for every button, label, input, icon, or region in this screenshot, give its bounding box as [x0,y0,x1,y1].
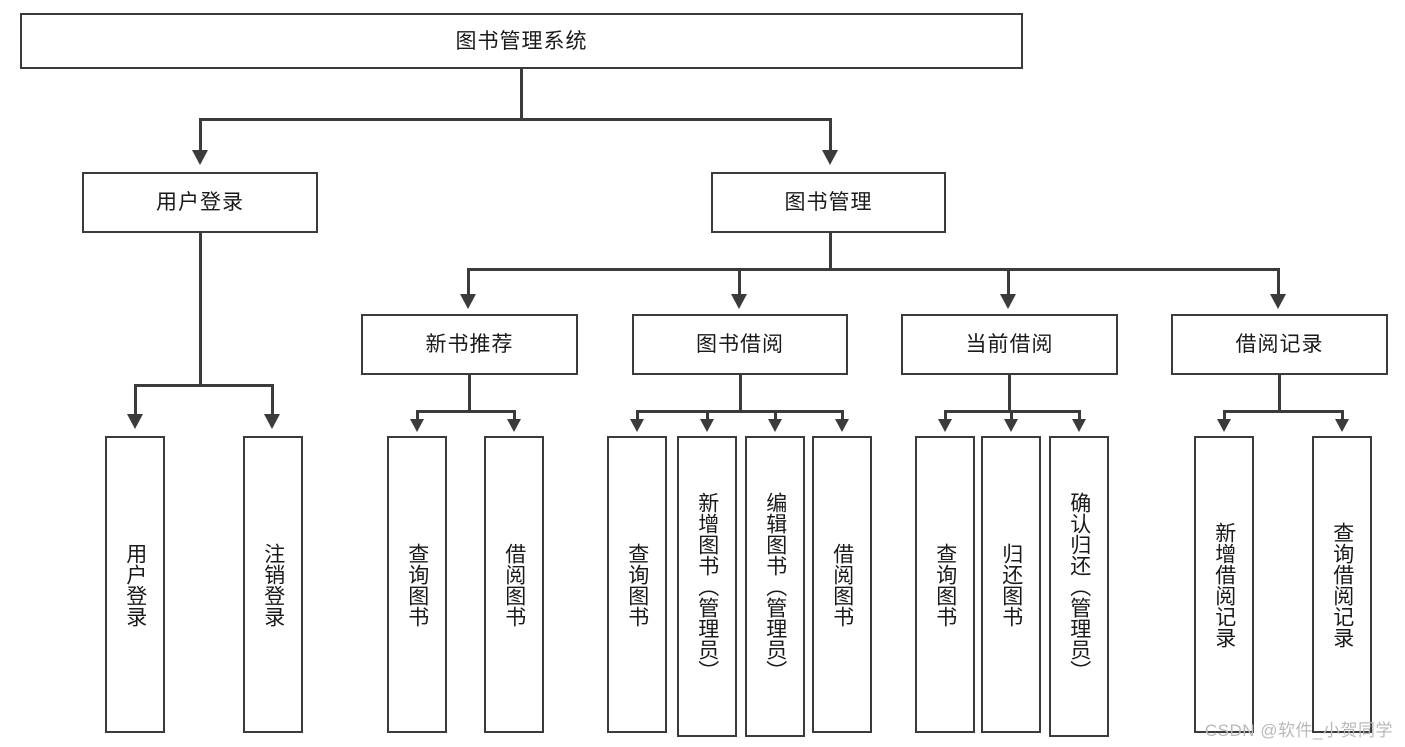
leaf-user-login[interactable]: 用户登录 [105,436,165,733]
node-book-management[interactable]: 图书管理 [711,172,946,233]
arrow-to-new-book-recommend [460,294,476,309]
node-book-management-label: 图书管理 [784,191,873,214]
edge-current-drop-2 [1010,410,1013,420]
leaf-borrow-book-recommend[interactable]: 借阅图书 [484,436,544,733]
leaf-edit-book-admin-label: 编辑图书（管理员） [763,492,787,681]
leaf-add-book-admin[interactable]: 新增图书（管理员） [677,436,737,737]
leaf-borrow-book[interactable]: 借阅图书 [812,436,872,733]
edge-record-drop-1 [1223,410,1226,420]
leaf-logout[interactable]: 注销登录 [243,436,303,733]
arrow-leaf-return-book [1004,419,1018,432]
arrow-to-borrow-record [1270,294,1286,309]
edge-current-drop-1 [944,410,947,420]
arrow-to-user-login [192,150,208,165]
node-root[interactable]: 图书管理系统 [20,13,1023,69]
leaf-confirm-return-admin-label: 确认归还（管理员） [1067,492,1091,681]
leaf-user-login-label: 用户登录 [123,542,147,627]
arrow-leaf-query-book-1 [410,419,424,432]
leaf-logout-label: 注销登录 [261,542,285,627]
leaf-add-borrow-record[interactable]: 新增借阅记录 [1194,436,1254,733]
edge-user-login-stem [199,233,202,385]
leaf-query-borrow-record-label: 查询借阅记录 [1330,521,1354,648]
arrow-leaf-add-record [1217,419,1231,432]
node-book-borrow-label: 图书借阅 [696,333,784,356]
node-current-borrow[interactable]: 当前借阅 [901,314,1118,375]
edge-user-login-bus [134,384,273,387]
leaf-borrow-book-label: 借阅图书 [830,542,854,627]
edge-record-drop-2 [1341,410,1344,420]
arrow-leaf-borrow-book-1 [507,419,521,432]
arrow-leaf-confirm-return [1072,419,1086,432]
edge-book-mgmt-drop-2 [738,268,741,295]
edge-book-mgmt-drop-3 [1007,268,1010,295]
arrow-leaf-user-login [127,414,143,429]
leaf-return-book-label: 归还图书 [999,542,1023,627]
edge-root-stem [520,69,523,119]
leaf-query-book-current-label: 查询图书 [933,542,957,627]
edge-borrow-drop-3 [774,410,777,420]
node-root-label: 图书管理系统 [455,29,588,53]
edge-borrow-drop-4 [841,410,844,420]
node-book-borrow[interactable]: 图书借阅 [632,314,848,375]
leaf-query-book-recommend-label: 查询图书 [405,542,429,627]
arrow-leaf-query-record [1335,419,1349,432]
arrow-leaf-query-book-2 [630,419,644,432]
leaf-add-book-admin-label: 新增图书（管理员） [695,492,719,681]
edge-recommend-drop-1 [416,410,419,420]
leaf-borrow-book-recommend-label: 借阅图书 [502,542,526,627]
leaf-edit-book-admin[interactable]: 编辑图书（管理员） [745,436,805,737]
arrow-to-book-borrow [731,294,747,309]
leaf-query-book-borrow-label: 查询图书 [625,542,649,627]
edge-borrow-drop-2 [706,410,709,420]
leaf-add-borrow-record-label: 新增借阅记录 [1212,521,1236,648]
edge-recommend-stem [468,375,471,411]
edge-book-mgmt-bus [467,268,1280,271]
edge-record-stem [1278,375,1281,411]
arrow-leaf-borrow-book-2 [835,419,849,432]
arrow-leaf-query-book-3 [938,419,952,432]
node-current-borrow-label: 当前借阅 [965,333,1054,356]
edge-book-mgmt-drop-1 [467,268,470,295]
edge-root-to-book-mgmt [829,118,832,151]
edge-book-mgmt-stem [829,233,832,269]
edge-recommend-drop-2 [513,410,516,420]
node-user-login-label: 用户登录 [156,191,244,214]
arrow-to-current-borrow [1000,294,1016,309]
edge-book-mgmt-drop-4 [1277,268,1280,295]
edge-user-login-drop-2 [271,384,274,415]
node-user-login[interactable]: 用户登录 [82,172,318,233]
leaf-confirm-return-admin[interactable]: 确认归还（管理员） [1049,436,1109,737]
edge-root-bus [199,118,831,121]
leaf-query-book-recommend[interactable]: 查询图书 [387,436,447,733]
arrow-leaf-logout [264,414,280,429]
edge-recommend-bus [416,410,515,413]
node-new-book-recommend[interactable]: 新书推荐 [361,314,578,375]
edge-user-login-drop-1 [134,384,137,415]
edge-record-bus [1223,410,1343,413]
node-new-book-recommend-label: 新书推荐 [425,333,514,356]
leaf-query-book-current[interactable]: 查询图书 [915,436,975,733]
edge-root-to-user-login [199,118,202,151]
edge-borrow-drop-1 [636,410,639,420]
edge-borrow-stem [739,375,742,411]
leaf-query-borrow-record[interactable]: 查询借阅记录 [1312,436,1372,733]
edge-current-drop-3 [1078,410,1081,420]
edge-borrow-bus [636,410,843,413]
arrow-to-book-mgmt [822,150,838,165]
edge-current-stem [1008,375,1011,411]
arrow-leaf-edit-book [768,419,782,432]
leaf-query-book-borrow[interactable]: 查询图书 [607,436,667,733]
node-borrow-record[interactable]: 借阅记录 [1171,314,1388,375]
leaf-return-book[interactable]: 归还图书 [981,436,1041,733]
node-borrow-record-label: 借阅记录 [1235,333,1324,356]
arrow-leaf-add-book [700,419,714,432]
